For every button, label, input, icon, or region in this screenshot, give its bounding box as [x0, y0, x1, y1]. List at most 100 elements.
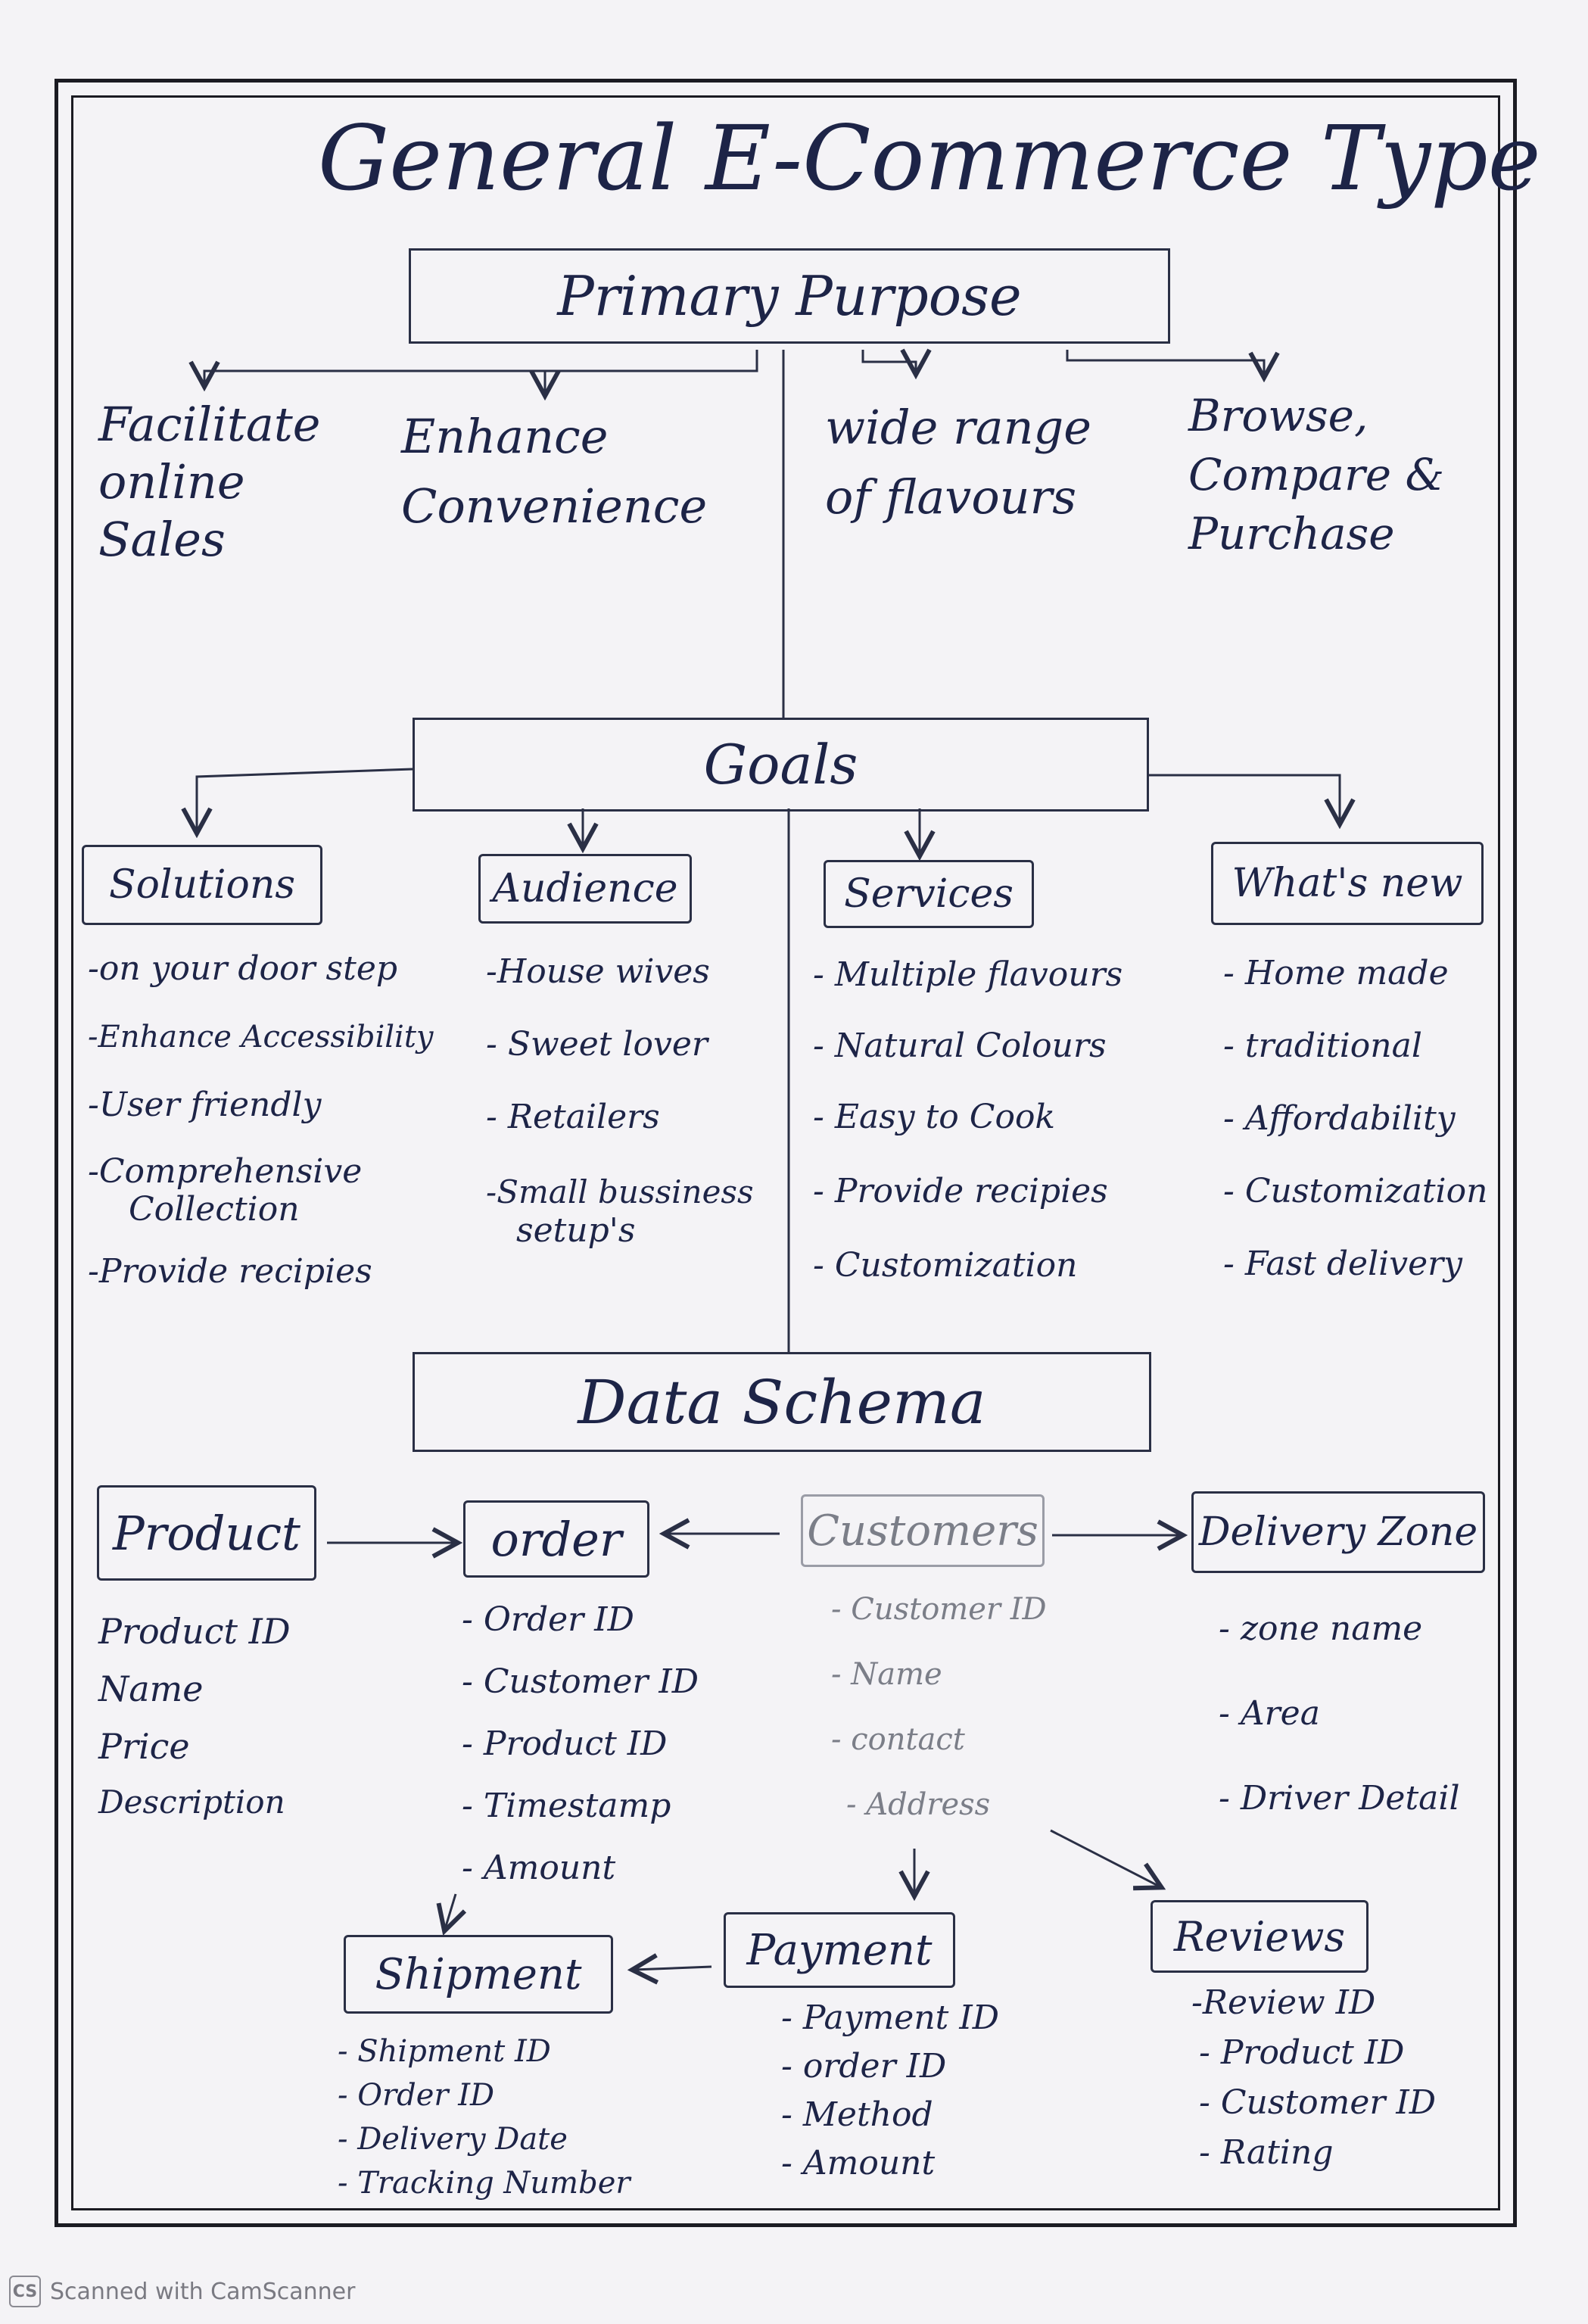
list-item: - Fast delivery — [1223, 1245, 1463, 1283]
category-box-whats-new: What's new — [1211, 842, 1484, 925]
category-label: Solutions — [108, 862, 296, 908]
category-box-solutions: Solutions — [82, 845, 322, 925]
schema-field: Name — [98, 1668, 204, 1709]
entity-label: Customers — [807, 1506, 1038, 1556]
entity-box-delivery-zone: Delivery Zone — [1191, 1491, 1485, 1573]
entity-box-order: order — [463, 1500, 649, 1578]
entity-fields-reviews: -Review ID - Product ID - Customer ID - … — [1191, 1986, 1436, 2170]
list-item: -Provide recipies — [88, 1252, 372, 1291]
entity-fields-order: - Order ID - Customer ID - Product ID - … — [462, 1603, 699, 1885]
category-label: Audience — [492, 866, 678, 911]
scanner-watermark: CS Scanned with CamScanner — [9, 2276, 355, 2307]
schema-field: - Order ID — [338, 2078, 495, 2113]
purpose-item-line: Purchase — [1188, 508, 1395, 559]
purpose-item-line: wide range — [825, 400, 1091, 455]
schema-field: - Amount — [462, 1849, 616, 1887]
schema-field: - Tracking Number — [338, 2166, 631, 2201]
entity-fields-payment: - Payment ID - order ID - Method - Amoun… — [781, 2002, 999, 2180]
schema-field: - Amount — [781, 2144, 936, 2182]
entity-box-shipment: Shipment — [344, 1935, 613, 2014]
schema-field: Price — [98, 1726, 190, 1767]
category-list-whats-new: - Home made - traditional - Affordabilit… — [1223, 957, 1487, 1281]
category-list-solutions: -on your door step -Enhance Accessibilit… — [88, 952, 434, 1288]
entity-fields-product: Product ID Name Price Description — [98, 1614, 291, 1818]
list-item: Collection — [129, 1190, 300, 1229]
schema-field: - Rating — [1199, 2133, 1334, 2172]
purpose-item-line: Compare & — [1188, 449, 1445, 500]
category-list-services: - Multiple flavours - Natural Colours - … — [813, 958, 1122, 1282]
purpose-item-line: Convenience — [401, 478, 708, 534]
purpose-branch-line — [204, 350, 758, 385]
entity-label: Shipment — [375, 1949, 582, 1999]
schema-field: - Customer ID — [1199, 2083, 1437, 2122]
purpose-item: wide range of flavours — [825, 404, 1091, 521]
list-item: - Sweet lover — [486, 1025, 708, 1064]
entity-box-product: Product — [97, 1485, 316, 1581]
schema-field: - zone name — [1219, 1609, 1423, 1648]
purpose-item: Enhance Convenience — [401, 413, 707, 530]
order-shipment-arrow — [445, 1893, 456, 1929]
list-item: -House wives — [486, 952, 710, 991]
payment-shipment-arrow — [634, 1967, 712, 1970]
list-item: - Natural Colours — [813, 1026, 1107, 1065]
page-border-outer — [54, 79, 1517, 2227]
schema-field: - order ID — [781, 2047, 947, 2086]
entity-fields-customers: - Customer ID - Name - contact - Address — [831, 1594, 1047, 1820]
purpose-item-line: Facilitate — [98, 397, 321, 452]
list-item: -User friendly — [88, 1086, 322, 1124]
entity-fields-delivery-zone: - zone name - Area - Driver Detail — [1219, 1612, 1460, 1815]
category-box-audience: Audience — [478, 854, 692, 924]
list-item: - Customization — [1223, 1172, 1488, 1210]
purpose-item-line: of flavours — [825, 469, 1077, 525]
purpose-item: Facilitate online Sales — [98, 401, 320, 563]
schema-field: - Driver Detail — [1219, 1779, 1460, 1818]
page-border-inner — [71, 95, 1500, 2210]
list-item: -on your door step — [88, 949, 398, 988]
list-item: - Easy to Cook — [813, 1098, 1056, 1136]
primary-purpose-label: Primary Purpose — [557, 264, 1022, 328]
schema-field: - contact — [831, 1722, 965, 1757]
entity-box-payment: Payment — [724, 1912, 955, 1988]
primary-purpose-box: Primary Purpose — [409, 248, 1170, 344]
entity-label: Reviews — [1173, 1912, 1346, 1961]
entity-label: Product — [113, 1505, 300, 1561]
schema-field: - Product ID — [462, 1724, 668, 1763]
purpose-branch-line — [861, 350, 916, 372]
schema-field: - Area — [1219, 1694, 1320, 1733]
category-label: What's new — [1231, 861, 1463, 906]
list-item: - Customization — [813, 1246, 1078, 1285]
category-list-audience: -House wives - Sweet lover - Retailers -… — [486, 955, 754, 1248]
entity-label: Payment — [746, 1925, 933, 1975]
list-item: - Multiple flavours — [813, 955, 1123, 994]
list-item: -Small bussiness — [486, 1173, 754, 1210]
goals-branch-line — [1149, 774, 1340, 822]
entity-label: order — [490, 1511, 622, 1567]
schema-field: - Customer ID — [462, 1662, 699, 1701]
list-item: -Comprehensive — [88, 1152, 363, 1191]
purpose-item-line: online — [98, 454, 245, 509]
schema-field: - Timestamp — [462, 1787, 671, 1825]
purpose-item-line: Sales — [98, 512, 226, 567]
schema-field: - Product ID — [1199, 2033, 1405, 2072]
schema-field: - Method — [781, 2095, 933, 2134]
camscanner-logo-icon: CS — [9, 2276, 41, 2307]
schema-field: Description — [98, 1783, 285, 1821]
purpose-item: Browse, Compare & Purchase — [1188, 394, 1444, 556]
goals-box: Goals — [413, 718, 1149, 812]
entity-fields-shipment: - Shipment ID - Order ID - Delivery Date… — [338, 2036, 630, 2198]
schema-field: Product ID — [98, 1611, 291, 1652]
purpose-branch-line — [1066, 350, 1264, 375]
goals-branch-line — [197, 768, 413, 831]
customers-reviews-arrow — [1050, 1829, 1160, 1886]
purpose-item-line: Browse, — [1188, 390, 1368, 441]
schema-field: -Review ID — [1191, 1983, 1376, 2022]
schema-field: - Shipment ID — [338, 2034, 551, 2069]
watermark-text: Scanned with CamScanner — [50, 2278, 356, 2305]
page-title: General E-Commerce Type — [318, 106, 1541, 210]
schema-field: - Delivery Date — [338, 2122, 568, 2157]
list-item: - Home made — [1223, 954, 1449, 992]
list-item: -Enhance Accessibility — [88, 1020, 434, 1055]
schema-field: - Payment ID — [781, 1998, 999, 2037]
